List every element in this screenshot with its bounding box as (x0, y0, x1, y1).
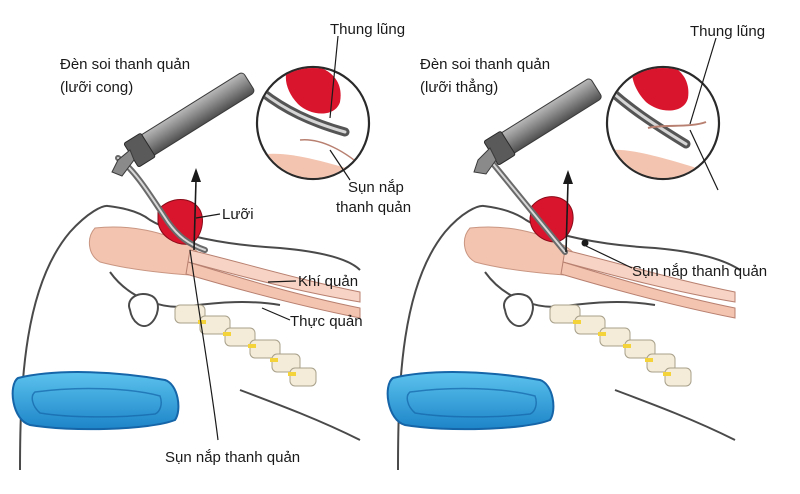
left-scope-label-line2: (lưỡi cong) (60, 79, 134, 96)
left-trachea-label: Khí quản (298, 273, 359, 290)
right-tongue (529, 196, 574, 243)
right-vallecula-label: Thung lũng (690, 23, 766, 40)
left-epiglottis-label: Sụn nắp thanh quản (165, 449, 301, 466)
left-panel-curved-blade (11, 35, 371, 471)
left-inset-epiglottis-line2: thanh quản (336, 199, 412, 216)
left-esophagus-tube (185, 261, 361, 319)
left-lift-arrow (193, 179, 197, 251)
left-ear (128, 292, 159, 328)
right-epiglottis-pointer (585, 245, 633, 269)
right-scope-label-line1: Đèn soi thanh quản (420, 56, 551, 73)
left-esophagus-label: Thực quản (290, 313, 363, 330)
right-inset-magnifier (605, 37, 721, 191)
left-vallecula-label: Thung lũng (330, 21, 406, 38)
left-trachea-tube (187, 249, 361, 303)
right-ear (503, 292, 534, 328)
right-scope-label-line2: (lưỡi thẳng) (420, 79, 499, 96)
right-head-outline (397, 204, 741, 471)
left-tongue-label: Lưỡi (222, 206, 254, 223)
left-cervical-spine (174, 304, 317, 387)
right-panel-straight-blade (386, 37, 741, 471)
left-inset-magnifier (255, 35, 371, 181)
right-cervical-spine (549, 304, 692, 387)
right-neck-outline (614, 389, 736, 441)
right-laryngoscope-handle (473, 78, 602, 175)
left-pillow (11, 371, 180, 431)
right-pillow (386, 371, 555, 431)
left-inset-epiglottis-line1: Sụn nắp (348, 179, 404, 196)
right-esophagus-tube (560, 261, 736, 319)
left-scope-label-line1: Đèn soi thanh quản (60, 56, 191, 73)
left-neck-outline (239, 389, 361, 441)
left-laryngoscope-handle (111, 72, 255, 177)
right-trachea-tube (562, 249, 736, 303)
left-epiglottis-pointer (189, 249, 219, 441)
right-lift-arrow (565, 181, 569, 253)
left-tongue (157, 199, 203, 245)
right-epiglottis-label: Sụn nắp thanh quản (632, 263, 768, 280)
